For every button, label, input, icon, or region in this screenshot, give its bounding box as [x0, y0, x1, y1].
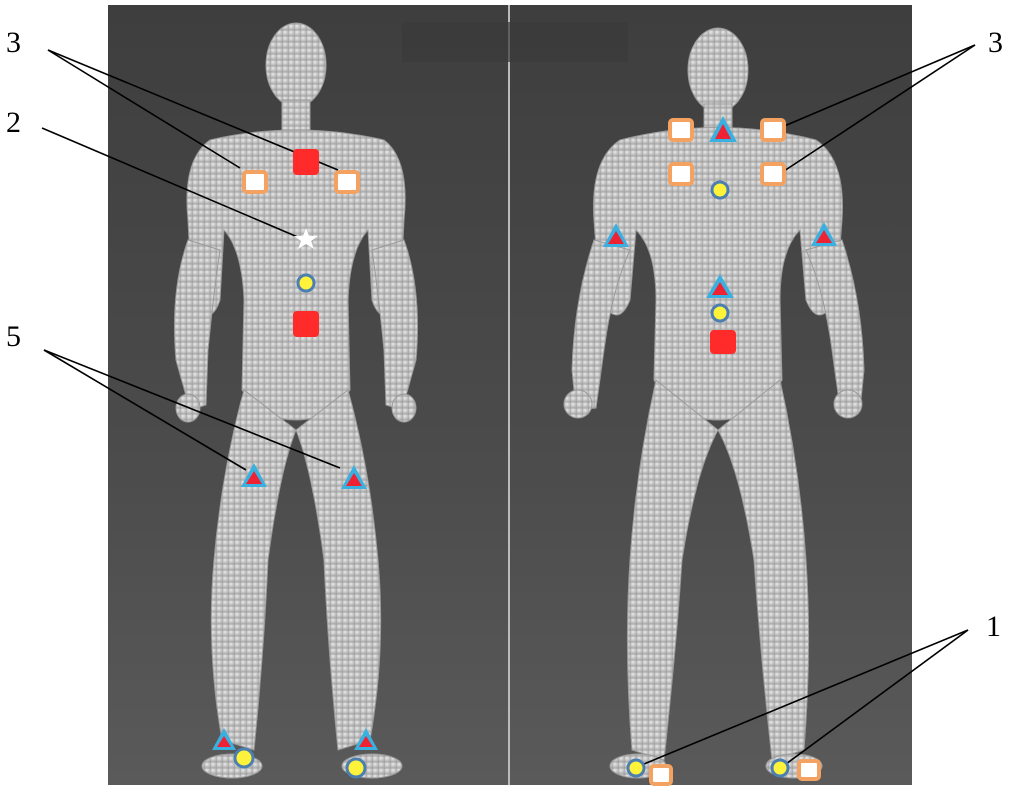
circle-icon: [628, 760, 644, 776]
circle-icon: [712, 305, 728, 321]
callout-front-shoulders: 3: [6, 28, 21, 58]
circle-icon: [298, 275, 314, 291]
orange-square-icon: [651, 766, 671, 784]
circle-icon: [772, 760, 788, 776]
circle-icon: [347, 759, 365, 777]
orange-square-icon: [336, 172, 358, 192]
circle-icon: [235, 749, 253, 767]
callout-chest: 2: [6, 108, 21, 138]
red-square-icon: [710, 330, 736, 354]
orange-square-icon: [799, 761, 819, 779]
callout-front-thighs: 5: [6, 322, 21, 352]
circle-icon: [712, 182, 728, 198]
orange-square-icon: [762, 120, 784, 140]
top-dark-box: [402, 22, 628, 62]
red-square-icon: [293, 149, 319, 175]
red-square-icon: [293, 311, 319, 337]
orange-square-icon: [670, 164, 692, 184]
callout-back-shoulders: 3: [988, 28, 1003, 58]
orange-square-icon: [670, 120, 692, 140]
orange-square-icon: [762, 164, 784, 184]
orange-square-icon: [244, 172, 266, 192]
callout-back-feet: 1: [986, 612, 1001, 642]
